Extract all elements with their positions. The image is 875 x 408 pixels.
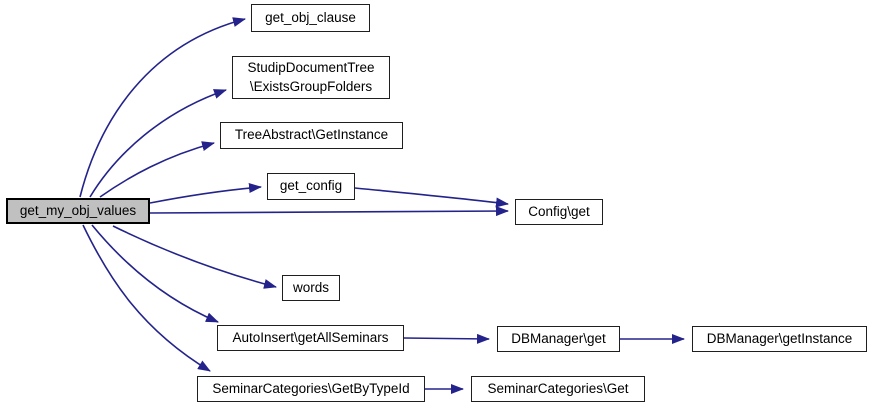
node-dbmanager-get[interactable]: DBManager\get bbox=[497, 326, 620, 352]
node-dbmanager-getinstance[interactable]: DBManager\getInstance bbox=[692, 326, 867, 352]
edge-get_my_obj_values-to-config_get bbox=[149, 206, 509, 217]
edge-get_my_obj_values-to-get_config bbox=[149, 183, 262, 204]
edge-get_my_obj_values-to-words bbox=[112, 225, 277, 289]
node-get-my-obj-values: get_my_obj_values bbox=[6, 198, 150, 224]
edge-get_my_obj_values-to-exists_group_folders bbox=[89, 89, 227, 198]
node-config-get[interactable]: Config\get bbox=[515, 199, 603, 225]
edge-get_my_obj_values-to-get_obj_clause bbox=[79, 17, 246, 198]
node-words[interactable]: words bbox=[282, 275, 340, 301]
node-exists-group-folders[interactable]: StudipDocumentTree \ExistsGroupFolders bbox=[232, 56, 390, 99]
node-seminarcategories-getbytypeid[interactable]: SeminarCategories\GetByTypeId bbox=[197, 376, 425, 402]
node-tree-abstract-getinstance[interactable]: TreeAbstract\GetInstance bbox=[220, 122, 403, 149]
node-get-config[interactable]: get_config bbox=[267, 173, 355, 200]
edge-get_my_obj_values-to-autoinsert_getallseminars bbox=[91, 224, 219, 323]
edge-get_my_obj_values-to-seminarcategories_getbytypeid bbox=[82, 224, 211, 372]
call-edges bbox=[79, 17, 685, 394]
node-seminarcategories-get[interactable]: SeminarCategories\Get bbox=[471, 376, 645, 402]
edge-get_config-to-config_get bbox=[354, 187, 509, 208]
node-autoinsert-getallseminars[interactable]: AutoInsert\getAllSeminars bbox=[217, 325, 404, 351]
node-get-obj-clause[interactable]: get_obj_clause bbox=[251, 4, 370, 32]
edge-autoinsert_getallseminars-to-dbmanager_get bbox=[403, 333, 490, 344]
edge-get_my_obj_values-to-tree_abstract_getinstance bbox=[99, 141, 215, 198]
